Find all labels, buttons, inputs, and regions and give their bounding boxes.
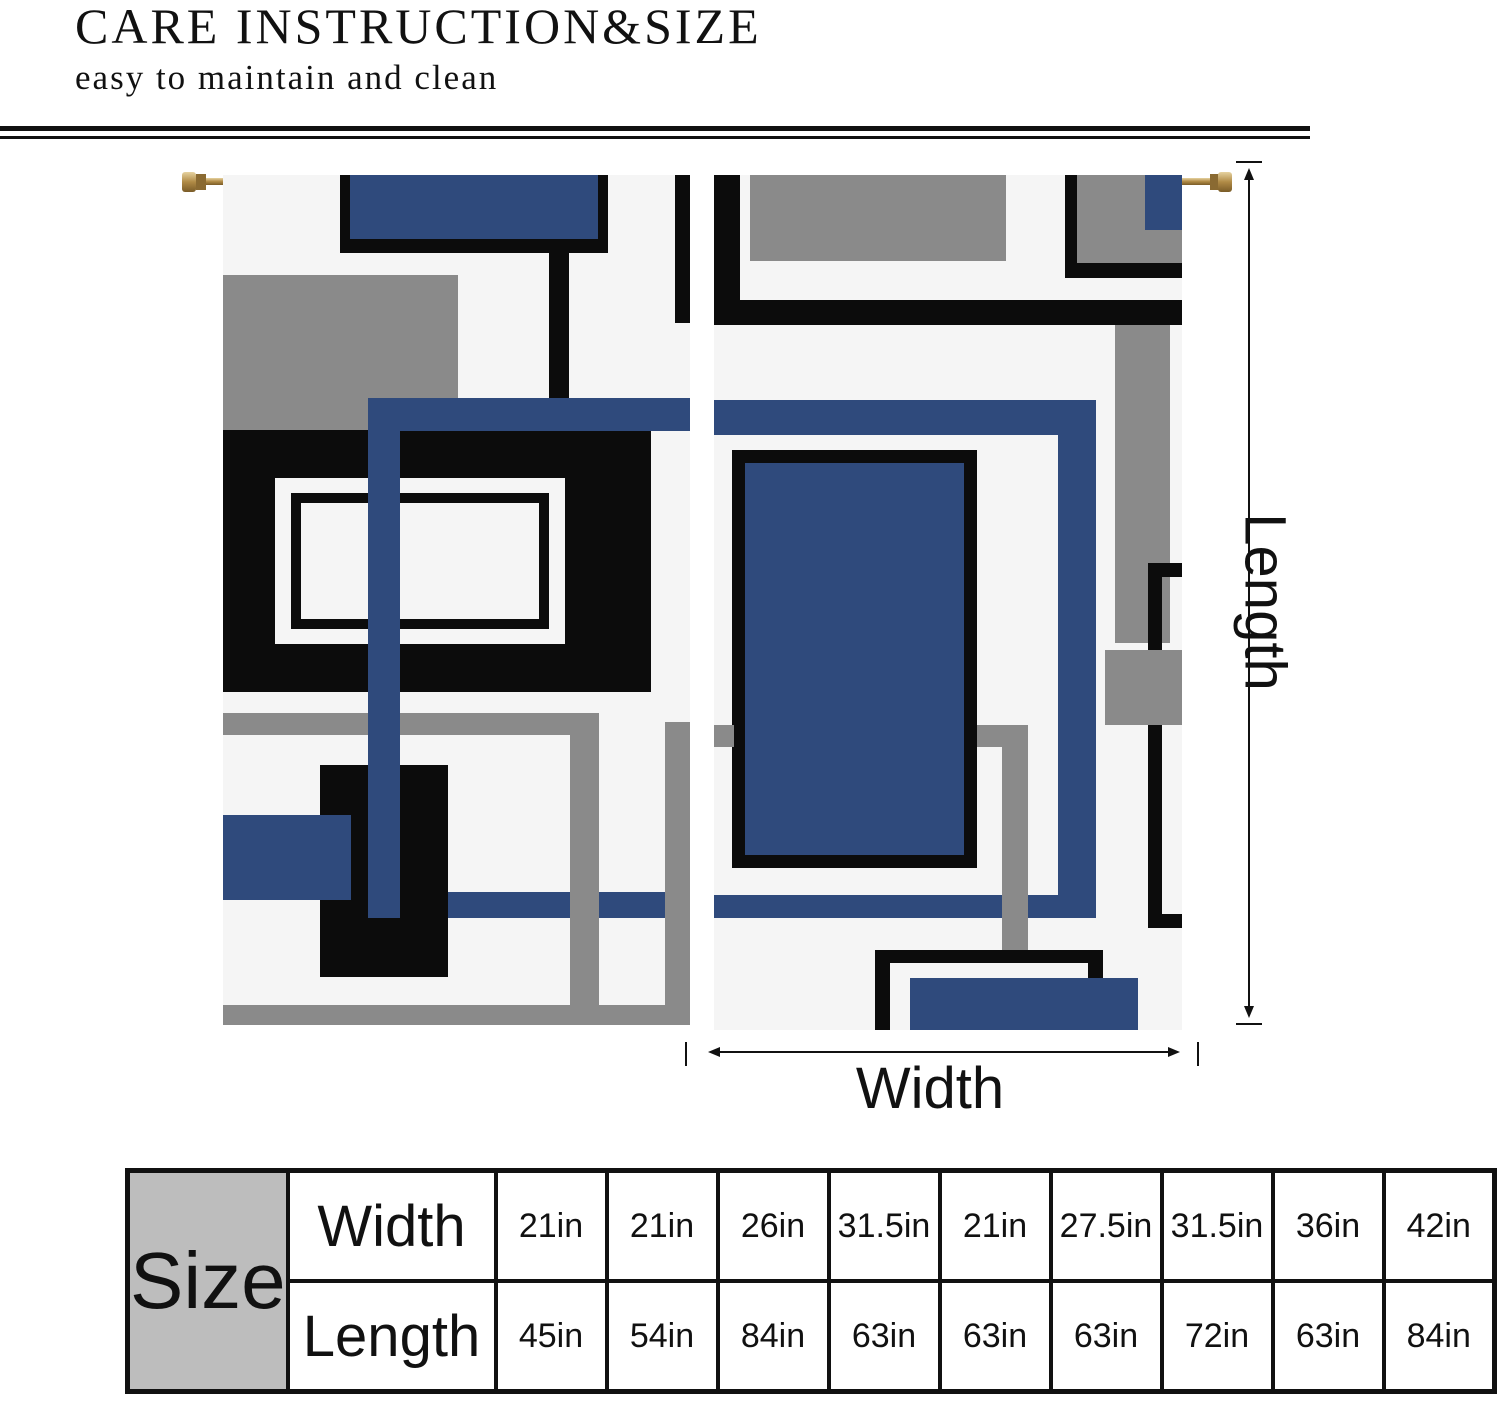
length-cell: 63in — [1048, 1279, 1164, 1394]
size-header-cell: Size — [125, 1168, 290, 1394]
length-dimension — [1236, 161, 1262, 1025]
size-table: Size Width 21in 21in 26in 31.5in 21in 27… — [125, 1168, 1497, 1394]
width-cell: 31.5in — [826, 1168, 942, 1283]
table-row-width: Size Width 21in 21in 26in 31.5in 21in 27… — [125, 1168, 1497, 1394]
width-label: Width — [856, 1056, 1004, 1121]
width-dimension — [685, 1042, 1199, 1066]
left-curtain-panel — [223, 175, 690, 1025]
right-curtain-panel — [714, 175, 1182, 1030]
length-cell: 45in — [493, 1279, 609, 1394]
length-cell: 72in — [1159, 1279, 1275, 1394]
width-cell: 21in — [604, 1168, 720, 1283]
width-cell: 31.5in — [1159, 1168, 1275, 1283]
length-cell: 84in — [715, 1279, 831, 1394]
width-cell: 21in — [493, 1168, 609, 1283]
page-subtitle: easy to maintain and clean — [75, 58, 499, 97]
length-cell: 63in — [826, 1279, 942, 1394]
width-cell: 36in — [1270, 1168, 1386, 1283]
width-cell: 26in — [715, 1168, 831, 1283]
length-cell: 63in — [937, 1279, 1053, 1394]
page-title: CARE INSTRUCTION&SIZE — [75, 0, 762, 54]
length-cell: 54in — [604, 1279, 720, 1394]
width-cell: 21in — [937, 1168, 1053, 1283]
length-row-header: Length — [285, 1279, 498, 1394]
width-row-header: Width — [285, 1168, 498, 1283]
curtain-illustration: Length Width — [182, 161, 1298, 1121]
length-label: Length — [1233, 513, 1298, 690]
width-cell: 27.5in — [1048, 1168, 1164, 1283]
divider-top — [0, 126, 1310, 131]
table-row-length: Length 45in 54in 84in 63in 63in 63in 72i… — [128, 1279, 1497, 1394]
length-cell: 84in — [1381, 1279, 1497, 1394]
width-cell: 42in — [1381, 1168, 1497, 1283]
length-cell: 63in — [1270, 1279, 1386, 1394]
divider-bottom — [0, 136, 1310, 139]
